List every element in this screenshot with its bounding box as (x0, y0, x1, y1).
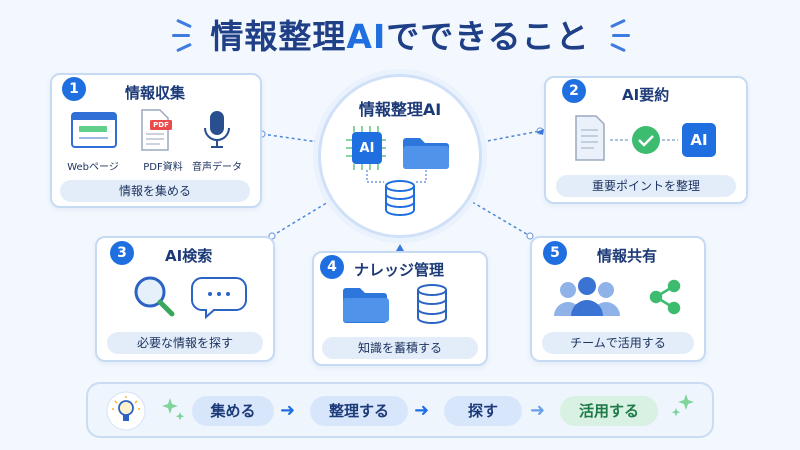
card-1-title: 情報収集 (125, 84, 186, 102)
card-4-icons (343, 284, 447, 324)
card-2-icons (575, 115, 716, 161)
label-pdf: PDF資料 (143, 162, 183, 173)
card-5-number: 5 (543, 241, 567, 265)
web-page-icon (71, 112, 117, 148)
center-title: 情報整理AI (358, 100, 442, 119)
sparkle-icon-right (671, 394, 694, 417)
magnifier-icon (134, 276, 175, 317)
title-deco-right-mid (612, 34, 630, 37)
flow-step-search: 探す (444, 396, 522, 426)
folder-icon (403, 138, 449, 169)
card-4-number: 4 (320, 255, 344, 279)
microphone-icon (204, 111, 230, 148)
share-icon (649, 279, 681, 315)
card-1-caption: 情報を集める (60, 180, 250, 202)
sparkle-icon-left (162, 398, 185, 421)
card-2-number: 2 (562, 79, 586, 103)
database-icon (385, 180, 415, 216)
label-web-page: Webページ (67, 162, 119, 173)
page-title: 情報整理AIでできること (0, 10, 800, 58)
card-5-icons (554, 277, 681, 316)
connector-2 (481, 130, 541, 143)
card-3-title: AI検索 (165, 247, 213, 265)
pdf-tag: PDF (153, 121, 169, 129)
pdf-document-icon (141, 109, 172, 151)
title-main: 情報整理 (210, 17, 347, 56)
team-icon (554, 277, 620, 316)
document-icon (575, 115, 605, 161)
check-circle-icon (632, 126, 660, 154)
card-4-caption: 知識を蓄積する (322, 337, 478, 359)
connector-5 (461, 195, 531, 237)
card-5-caption: チームで活用する (542, 332, 694, 354)
connector-1 (261, 133, 319, 143)
flow-step-utilize: 活用する (560, 396, 658, 426)
card-2-caption: 重要ポイントを整理 (556, 175, 736, 197)
flow-arrow-3: ➜ (530, 400, 546, 421)
card-4-title: ナレッジ管理 (354, 261, 445, 279)
card-3-number: 3 (110, 241, 134, 265)
center-ai-chip-label: AI (359, 141, 375, 156)
card-5-title: 情報共有 (597, 247, 658, 265)
title-rest: でできること (386, 17, 590, 56)
card-1-number: 1 (62, 77, 86, 101)
card-1-icons (71, 109, 230, 151)
card-3-caption: 必要な情報を探す (107, 332, 263, 354)
folder-icon (343, 288, 389, 323)
connector-3 (271, 195, 339, 237)
database-icon (417, 284, 447, 324)
flow-arrow-1: ➜ (280, 400, 296, 421)
card-3-icons (134, 276, 247, 320)
flow-icons (106, 391, 694, 431)
card-2-ai-label: AI (690, 131, 708, 149)
lightbulb-icon (106, 391, 146, 431)
card-2-title: AI要約 (622, 86, 670, 104)
flow-step-organize: 整理する (310, 396, 408, 426)
flow-step-collect: 集める (192, 396, 274, 426)
ai-chip-icon (346, 126, 386, 170)
title-ai: AI (346, 17, 387, 56)
flow-arrow-2: ➜ (414, 400, 430, 421)
center-icons (346, 126, 449, 216)
ai-icon (682, 123, 716, 157)
title-deco-left-mid (172, 34, 190, 37)
label-audio: 音声データ (192, 162, 242, 173)
chat-bubble-icon (191, 277, 247, 320)
